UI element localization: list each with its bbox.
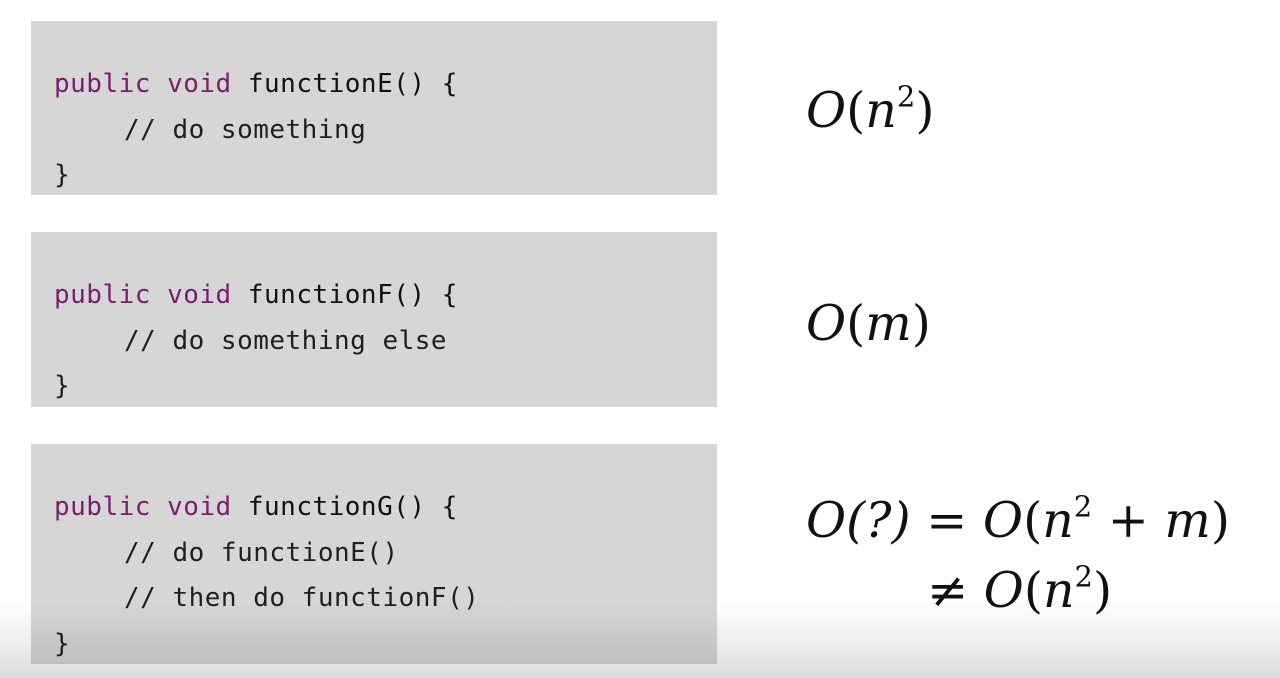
keyword-void: void (167, 280, 232, 310)
code-block-function-f: public void functionF() { // do somethin… (31, 232, 717, 407)
function-signature: functionE() { (247, 69, 458, 99)
code-block-function-g: public void functionG() { // do function… (31, 444, 717, 664)
complexity-function-e: O(n2) (806, 79, 935, 139)
code-closing-brace: } (54, 628, 71, 659)
function-signature: functionG() { (247, 492, 458, 522)
complexity-function-g-equation: O(?) = O(n2 + m) (806, 489, 1231, 549)
code-comment: // do something (124, 114, 367, 145)
code-line-signature: public void functionG() { (54, 485, 717, 531)
keyword-public: public (54, 69, 151, 99)
function-signature: functionF() { (247, 280, 458, 310)
keyword-void: void (167, 492, 232, 522)
complexity-function-g-inequality: ≠ O(n2) (927, 559, 1113, 619)
keyword-public: public (54, 280, 151, 310)
code-closing-brace: } (54, 371, 71, 401)
complexity-function-f: O(m) (806, 295, 931, 352)
code-comment: // then do functionF() (124, 583, 480, 613)
code-closing-brace: } (54, 160, 71, 190)
code-block-function-e: public void functionE() { // do somethin… (31, 21, 717, 195)
code-comment: // do something else (124, 325, 448, 356)
code-comment: // do functionE() (124, 537, 399, 568)
code-line-signature: public void functionE() { (54, 62, 717, 108)
keyword-public: public (54, 492, 151, 522)
keyword-void: void (167, 69, 232, 99)
code-line-signature: public void functionF() { (54, 273, 717, 319)
